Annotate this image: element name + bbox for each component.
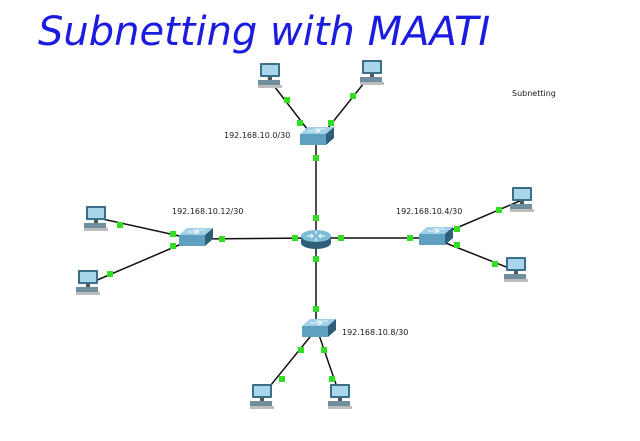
pc-left-bottom[interactable] <box>76 270 100 295</box>
link-switch-top-pc1 <box>267 77 315 139</box>
pc-bottom-left[interactable] <box>250 384 274 409</box>
port-indicator <box>170 243 176 249</box>
port-indicator <box>313 155 319 161</box>
port-indicator <box>328 120 334 126</box>
port-indicator <box>219 236 225 242</box>
subnet-label-top: 192.168.10.0/30 <box>224 131 290 140</box>
port-indicator <box>454 242 460 248</box>
diagram-note: Subnetting <box>512 89 556 98</box>
port-indicator <box>313 256 319 262</box>
port-indicator <box>321 347 327 353</box>
port-indicator <box>338 235 344 241</box>
switch-left[interactable] <box>178 227 214 247</box>
pc-bottom-right[interactable] <box>328 384 352 409</box>
subnet-label-left: 192.168.10.12/30 <box>172 207 243 216</box>
pc-right-bottom[interactable] <box>504 257 528 282</box>
port-indicator <box>279 376 285 382</box>
diagram-title: Subnetting with MAATI <box>38 9 490 55</box>
port-indicator <box>492 261 498 267</box>
link-switch-left-pc1 <box>97 217 194 240</box>
router-icon[interactable] <box>301 230 331 249</box>
pc-top-right[interactable] <box>360 60 384 85</box>
port-indicator <box>107 271 113 277</box>
pc-left-top[interactable] <box>84 206 108 231</box>
port-indicator <box>170 231 176 237</box>
port-indicator <box>284 97 290 103</box>
subnet-label-right: 192.168.10.4/30 <box>396 207 462 216</box>
port-indicator <box>407 235 413 241</box>
port-indicator <box>297 120 303 126</box>
port-indicator <box>454 226 460 232</box>
port-indicator <box>350 93 356 99</box>
port-indicators <box>107 93 502 382</box>
port-indicator <box>292 235 298 241</box>
port-indicator <box>313 306 319 312</box>
port-indicator <box>313 215 319 221</box>
port-indicator <box>117 222 123 228</box>
pc-right-top[interactable] <box>510 187 534 212</box>
switch-top[interactable] <box>299 126 335 146</box>
subnet-label-bottom: 192.168.10.8/30 <box>342 328 408 337</box>
link-switch-left-pc2 <box>87 238 194 285</box>
switch-right[interactable] <box>418 226 454 246</box>
pc-top-left[interactable] <box>258 63 282 88</box>
port-indicator <box>496 207 502 213</box>
switch-bottom[interactable] <box>301 318 337 338</box>
port-indicator <box>329 376 335 382</box>
port-indicator <box>298 347 304 353</box>
